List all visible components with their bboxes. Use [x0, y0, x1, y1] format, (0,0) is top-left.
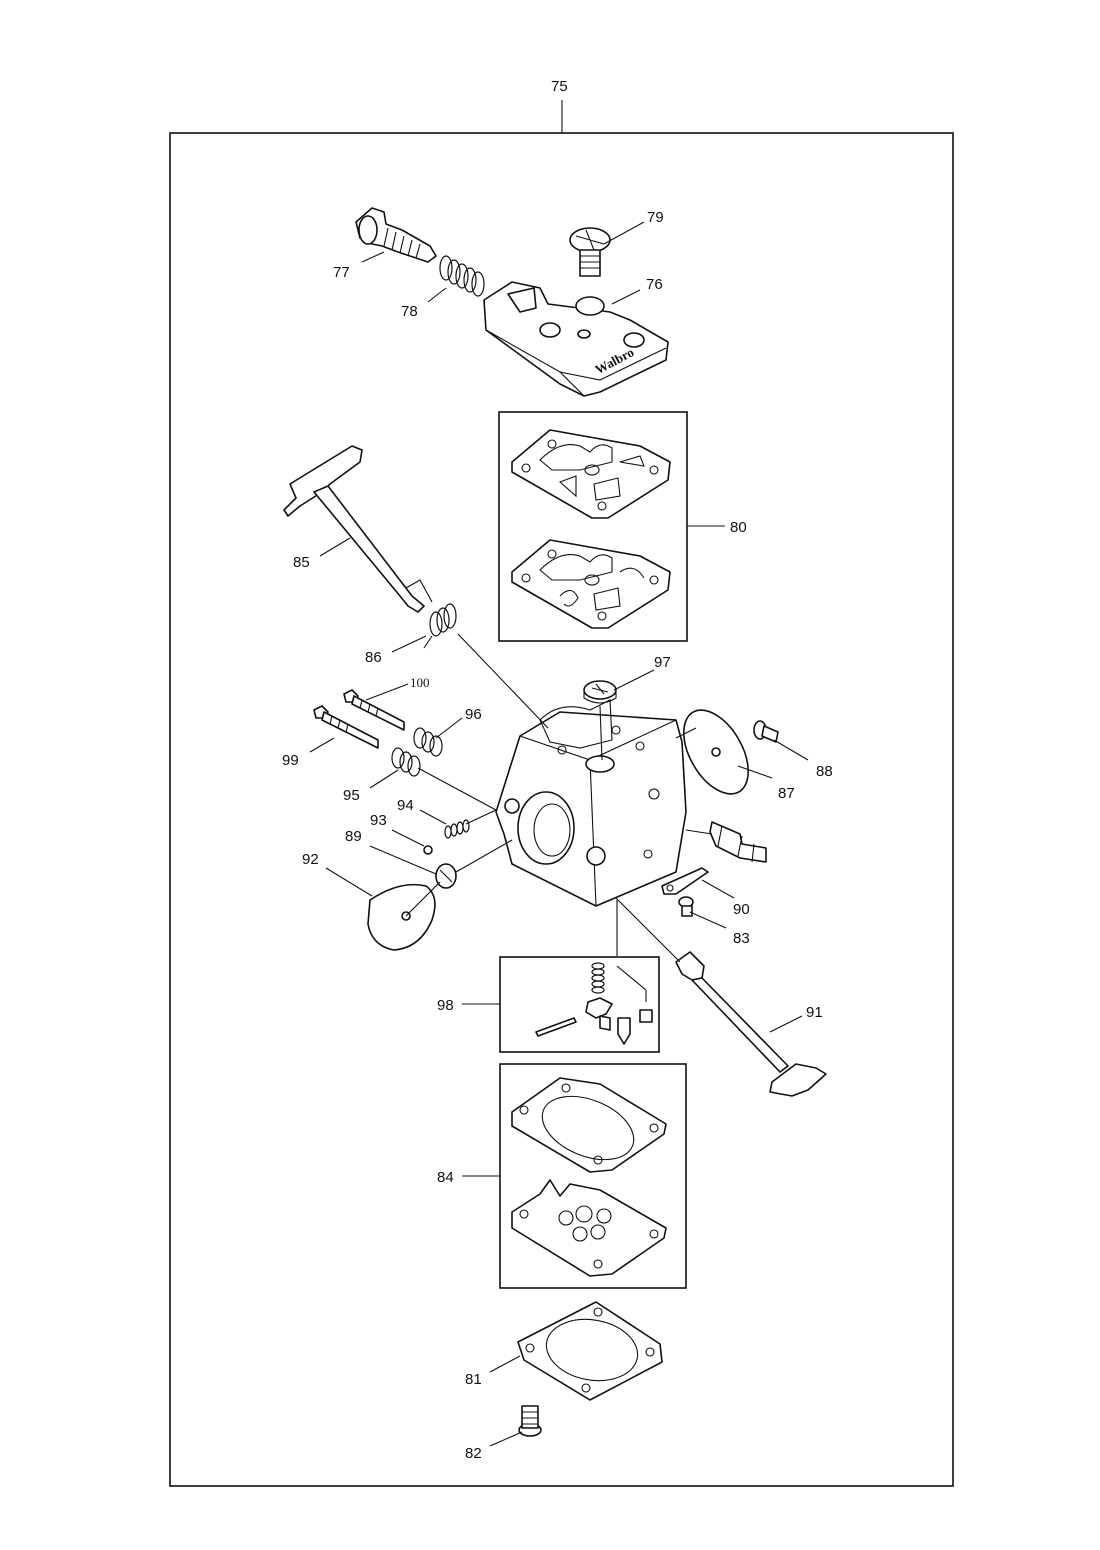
label-84: 84 — [437, 1169, 454, 1186]
label-100: 100 — [410, 675, 430, 690]
label-75: 75 — [551, 78, 568, 95]
part-84-diaphragm — [511, 1179, 667, 1277]
leader-81 — [489, 1355, 521, 1373]
label-88: 88 — [816, 763, 833, 780]
label-91: 91 — [806, 1004, 823, 1021]
part-88-screw — [753, 720, 779, 743]
part-94-spring — [444, 819, 470, 839]
part-84-gasket-top — [511, 1077, 667, 1173]
part-96-spring — [413, 727, 443, 757]
label-97: 97 — [654, 654, 671, 671]
part-91-shaft — [675, 951, 827, 1097]
part-80-gasket-bottom — [511, 539, 671, 629]
label-95: 95 — [343, 787, 360, 804]
label-96: 96 — [465, 706, 482, 723]
part-82-screw — [518, 1405, 542, 1437]
label-87: 87 — [778, 785, 795, 802]
part-79-screw — [569, 227, 611, 277]
label-93: 93 — [370, 812, 387, 829]
label-82: 82 — [465, 1445, 482, 1462]
part-85-shaft — [283, 445, 433, 613]
label-78: 78 — [401, 303, 418, 320]
label-77: 77 — [333, 264, 350, 281]
label-85: 85 — [293, 554, 310, 571]
part-labels: 75 76 77 78 79 80 81 82 83 84 85 86 87 8… — [282, 78, 833, 1462]
part-98-box — [499, 956, 660, 1053]
assembly-frame — [169, 132, 954, 1487]
label-89: 89 — [345, 828, 362, 845]
part-92-plate — [367, 883, 436, 951]
part-97-screen — [583, 680, 617, 704]
part-99-needle — [313, 705, 379, 749]
label-94: 94 — [397, 797, 414, 814]
part-86-spring — [423, 603, 457, 649]
carburetor-body — [495, 699, 687, 907]
label-76: 76 — [646, 276, 663, 293]
part-90-lever — [661, 867, 709, 895]
part-76-cover: Walbro — [483, 281, 669, 397]
part-80-gasket-top — [511, 429, 671, 519]
part-83-screw — [678, 896, 694, 917]
leader-lines — [309, 221, 809, 1033]
label-79: 79 — [647, 209, 664, 226]
label-99: 99 — [282, 752, 299, 769]
label-98: 98 — [437, 997, 454, 1014]
part-87-plate — [683, 709, 749, 795]
part-98-kit — [535, 962, 653, 1045]
part-89-plug — [435, 863, 457, 889]
leader-97-body — [599, 705, 603, 761]
label-83: 83 — [733, 930, 750, 947]
part-100-needle — [343, 689, 405, 731]
part-77-screw — [355, 207, 437, 263]
part-93-ball — [423, 845, 433, 855]
part-78-spring — [439, 255, 485, 297]
label-86: 86 — [365, 649, 382, 666]
fitting-nipple — [709, 821, 767, 863]
label-92: 92 — [302, 851, 319, 868]
label-81: 81 — [465, 1371, 482, 1388]
label-80: 80 — [730, 519, 747, 536]
part-81-cover — [517, 1301, 663, 1401]
part-95-spring — [391, 747, 421, 777]
label-90: 90 — [733, 901, 750, 918]
leader-82 — [489, 1431, 523, 1447]
